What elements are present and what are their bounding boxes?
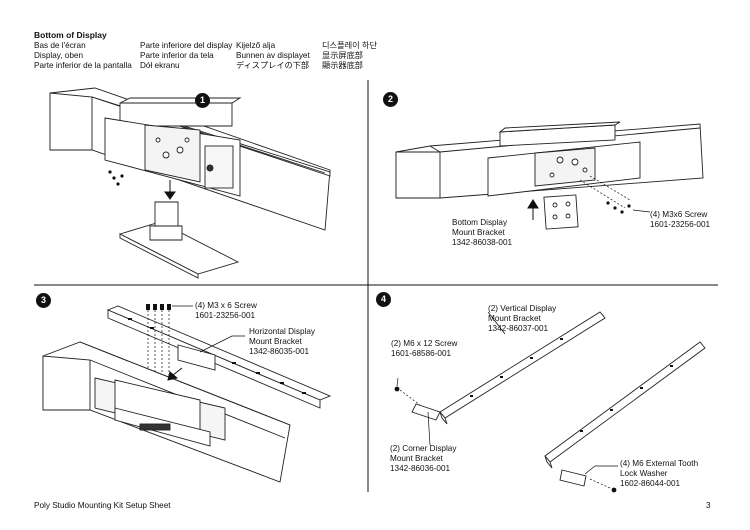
m6-screw-label: (2) M6 x 12 Screw 1601-68586-001 [391,339,457,359]
label-line: (2) Vertical Display [488,304,557,313]
panel3-bracket-holes [128,318,306,394]
lang-text: ディスプレイの下部 [236,61,310,70]
m3x6-screw-label: (4) M3x6 Screw 1601-23256-001 [650,210,710,230]
label-line: Mount Bracket [452,228,505,237]
step-number-2: 2 [383,92,398,107]
label-line: Horizontal Display [249,327,315,336]
page-number: 3 [706,501,711,510]
panel3-screw-guides [147,310,170,376]
label-line: Lock Washer [620,469,668,478]
panel1-screws [108,170,124,186]
step-number-4: 4 [376,292,391,307]
panel4-brackets-illustration [411,311,706,487]
label-line: (4) M3x6 Screw [650,210,708,219]
panel2-screws [606,201,631,214]
header-title-block: Bottom of Display [34,30,107,40]
lang-text: Parte inferior de la pantalla [34,61,132,70]
step-number-1: 1 [195,93,210,108]
lang-column-4: 디스플레이 하단 显示屏底部 顯示器底部 [322,41,377,71]
label-line: 1342-86036-001 [390,464,451,473]
lock-washer-label: (4) M6 External Tooth Lock Washer 1602-8… [620,459,698,489]
label-line: 1342-86038-001 [452,238,513,247]
page-title: Bottom of Display [34,30,107,40]
panel3-screws [146,304,171,310]
label-line: (4) M6 External Tooth [620,459,699,468]
label-line: Mount Bracket [488,314,541,323]
lang-text: Bunnen av displayet [236,51,310,60]
panel1-arrow [164,180,176,200]
lang-text: 顯示器底部 [322,61,363,70]
corner-bracket-label: (2) Corner Display Mount Bracket 1342-86… [390,444,456,474]
panel2-arrow [527,199,539,220]
lang-column-1: Bas de l'écran Display, oben Parte infer… [34,41,132,71]
lang-text: Parte inferior da tela [140,51,214,60]
lang-text: Parte inferiore del display [140,41,233,50]
lang-column-3: Kijelző alja Bunnen av displayet ディスプレイの… [236,41,310,71]
label-line: (2) M6 x 12 Screw [391,339,458,348]
m3-screw-label: (4) M3 x 6 Screw 1601-23256-001 [195,301,257,321]
label-line: 1342-86035-001 [249,347,310,356]
lang-text: 디스플레이 하단 [322,41,378,50]
label-line: 1602-86044-001 [620,479,681,488]
horizontal-bracket-label: Horizontal Display Mount Bracket 1342-86… [249,327,315,357]
label-line: (4) M3 x 6 Screw [195,301,257,310]
panel3-display-illustration [42,305,332,483]
lang-text: Display, oben [34,51,84,60]
lang-text: Kijelző alja [236,41,276,50]
leader-lines [172,209,651,475]
panel4-screw-guides [399,389,611,489]
vertical-bracket-label: (2) Vertical Display Mount Bracket 1342-… [488,304,556,334]
footer-title: Poly Studio Mounting Kit Setup Sheet [34,501,171,510]
label-line: 1342-86037-001 [488,324,549,333]
lang-column-2: Parte inferiore del display Parte inferi… [140,41,232,71]
panel4-bracket-holes [470,338,673,432]
panel3-arrow [167,367,183,381]
panel2-screw-guides [579,175,631,209]
bottom-bracket-label: Bottom Display Mount Bracket 1342-86038-… [452,218,512,248]
panel1-display-illustration [49,87,331,279]
lang-text: Bas de l'écran [34,41,86,50]
step-number-3: 3 [36,293,51,308]
panel2-display-illustration [395,121,704,230]
label-line: 1601-23256-001 [195,311,256,320]
lang-text: Dół ekranu [140,61,180,70]
label-line: (2) Corner Display [390,444,457,453]
label-line: Mount Bracket [249,337,302,346]
label-line: 1601-23256-001 [650,220,711,229]
label-line: Mount Bracket [390,454,443,463]
lang-text: 显示屏底部 [322,51,363,60]
panel4-screws [394,386,617,493]
label-line: 1601-68586-001 [391,349,452,358]
label-line: Bottom Display [452,218,508,227]
